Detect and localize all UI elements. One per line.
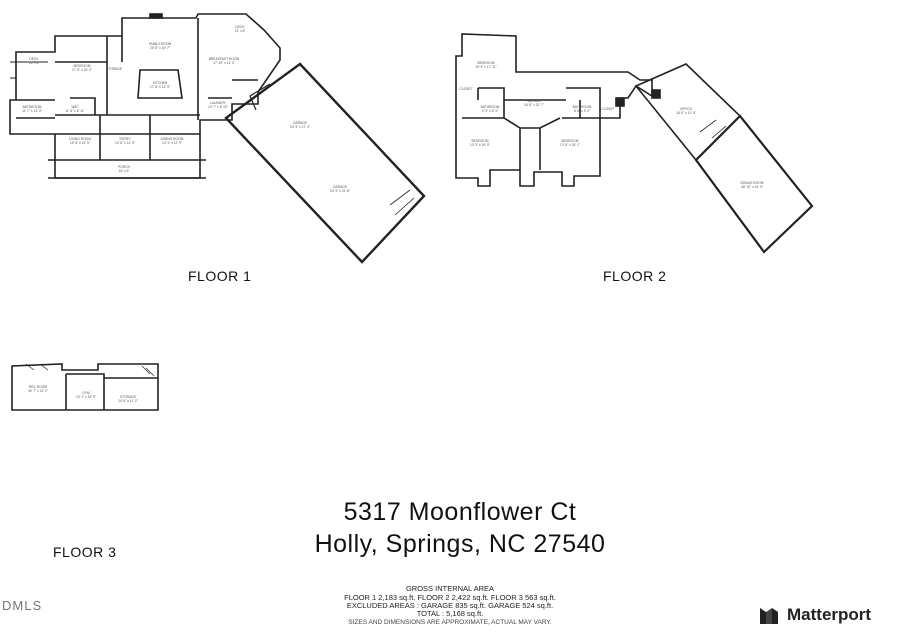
floor1-room-name: KITCHEN xyxy=(153,81,168,85)
floor2-room-dim: 13' 3" x 16' 9" xyxy=(470,143,491,147)
floor3-room-name: GYM xyxy=(82,391,90,395)
floor2-room-name: CLOSET xyxy=(459,87,472,91)
matterport-logo-icon xyxy=(760,608,778,624)
floor3-room-dim: 24' 6" x 11' 2" xyxy=(118,399,138,403)
floor2-room-name: CLOSET xyxy=(601,107,614,111)
floor2-room-name: BEDROOM xyxy=(471,139,488,143)
floor1-room-dim: 17' 10" x 14' 3" xyxy=(213,61,236,65)
floor1-room-dim: 10' 7" x 8' 10" xyxy=(208,105,229,109)
floor3-room-name: STORAGE xyxy=(120,395,137,399)
floor1-label: FLOOR 1 xyxy=(188,268,252,284)
area-heading: GROSS INTERNAL AREA xyxy=(405,584,495,593)
floor3-label: FLOOR 3 xyxy=(53,544,117,560)
floor1-room-name: GARAGE xyxy=(293,121,308,125)
floor2-room-name: BATHROOM xyxy=(573,105,592,109)
floor1-room-dim: 17' 8" x 16' 2" xyxy=(72,68,93,72)
floor2-room-dim: 18' 6" x 11' 4" xyxy=(676,111,696,115)
area-total: TOTAL : 5,168 sq.ft. xyxy=(416,609,484,618)
floor2-room-dim: 8' 6" x 9' 2" xyxy=(574,109,591,113)
floor1-room-name: BATHROOM xyxy=(23,105,42,109)
area-floors: FLOOR 1 2,183 sq.ft. FLOOR 2 2,422 sq.ft… xyxy=(344,593,556,602)
floor2-room-name: BONUS ROOM xyxy=(741,181,764,185)
floor1-room-name: LAUNDRY xyxy=(210,101,226,105)
floor1-room-dim: 16' x 8' xyxy=(29,61,40,65)
floor2-room-dim: 15' 9" x 17' 11" xyxy=(475,65,497,69)
address-line1: 5317 Moonflower Ct xyxy=(343,498,577,526)
floor1-room-name: FAMILY ROOM xyxy=(149,42,172,46)
floor2-plan xyxy=(455,33,814,254)
floor1-room-dim: 21' x 8' xyxy=(235,29,246,33)
floor2-room-name: BATHROOM xyxy=(481,105,500,109)
floor3-room-name: REC ROOM xyxy=(29,385,47,389)
floor2-room-name: OFFICE xyxy=(680,107,693,111)
brand-name: Matterport xyxy=(787,605,872,624)
floor1-room-name: ENTRY xyxy=(119,137,131,141)
floor2-room-name: BEDROOM xyxy=(477,61,494,65)
floor1-room-dim: 62' x 6' xyxy=(119,169,130,173)
floor1-room-dim: 11' 7" x 14' 3" xyxy=(22,109,42,113)
floor3-plan xyxy=(11,363,159,411)
floor1-room-name: W/IC xyxy=(71,105,79,109)
floor1-room-dim: 24' 3" x 21' 8" xyxy=(330,189,351,193)
floor2-room-dim: 9' 3" x 6' 4" xyxy=(482,109,499,113)
floor1-room-dim: 24' 3" x 17' 4" xyxy=(290,125,311,129)
brand: Matterport xyxy=(758,604,871,626)
floor1-room-name: BEDROOM xyxy=(73,64,90,68)
address-line2: Holly, Springs, NC 27540 xyxy=(314,530,606,558)
floor1-room-dim: 14' 1" x 12' 9" xyxy=(162,141,183,145)
area-disclaimer: SIZES AND DIMENSIONS ARE APPROXIMATE, AC… xyxy=(348,619,552,626)
mls-watermark: DMLS xyxy=(2,598,43,613)
floor2-room-dim: 38' 10" x 16' 4" xyxy=(741,185,764,189)
floor3-room-dim: 40' 7" x 13' 2" xyxy=(28,389,49,393)
floor2-room-dim: 13' 6" x 18' 1" xyxy=(560,143,581,147)
floor2-room-name: HALLWAY xyxy=(526,99,542,103)
floor1-room-dim: 17' 8" x 13' 3" xyxy=(150,85,171,89)
floor1-plan xyxy=(9,13,426,264)
floor1-room-name: DINING ROOM xyxy=(161,137,184,141)
floor1-room-name: STORAGE xyxy=(106,67,123,71)
floor1-room-name: PORCH xyxy=(118,165,131,169)
floor1-room-dim: 10' 8" x 12' 9" xyxy=(115,141,136,145)
floor2-room-dim: 34' 8" x 20' 7" xyxy=(524,103,545,107)
floor1-room-dim: 15' 5" x 12' 9" xyxy=(70,141,91,145)
floor1-room-dim: 25' 8" x 19' 7" xyxy=(150,46,171,50)
floor1-room-dim: 11' 8" x 6' 11" xyxy=(65,109,85,113)
floor1-room-name: BREAKFAST ROOM xyxy=(209,57,240,61)
floor3-room-dim: 10' 1" x 15' 9" xyxy=(76,395,97,399)
floor2-label: FLOOR 2 xyxy=(603,268,667,284)
floor2-room-name: BEDROOM xyxy=(561,139,578,143)
floor1-room-name: GARAGE xyxy=(333,185,348,189)
area-excluded: EXCLUDED AREAS : GARAGE 835 sq.ft. GARAG… xyxy=(346,601,554,610)
floor1-room-name: LIVING ROOM xyxy=(69,137,91,141)
floor1-room-name: DECK xyxy=(29,57,39,61)
floor1-room-name: DECK xyxy=(235,25,245,29)
